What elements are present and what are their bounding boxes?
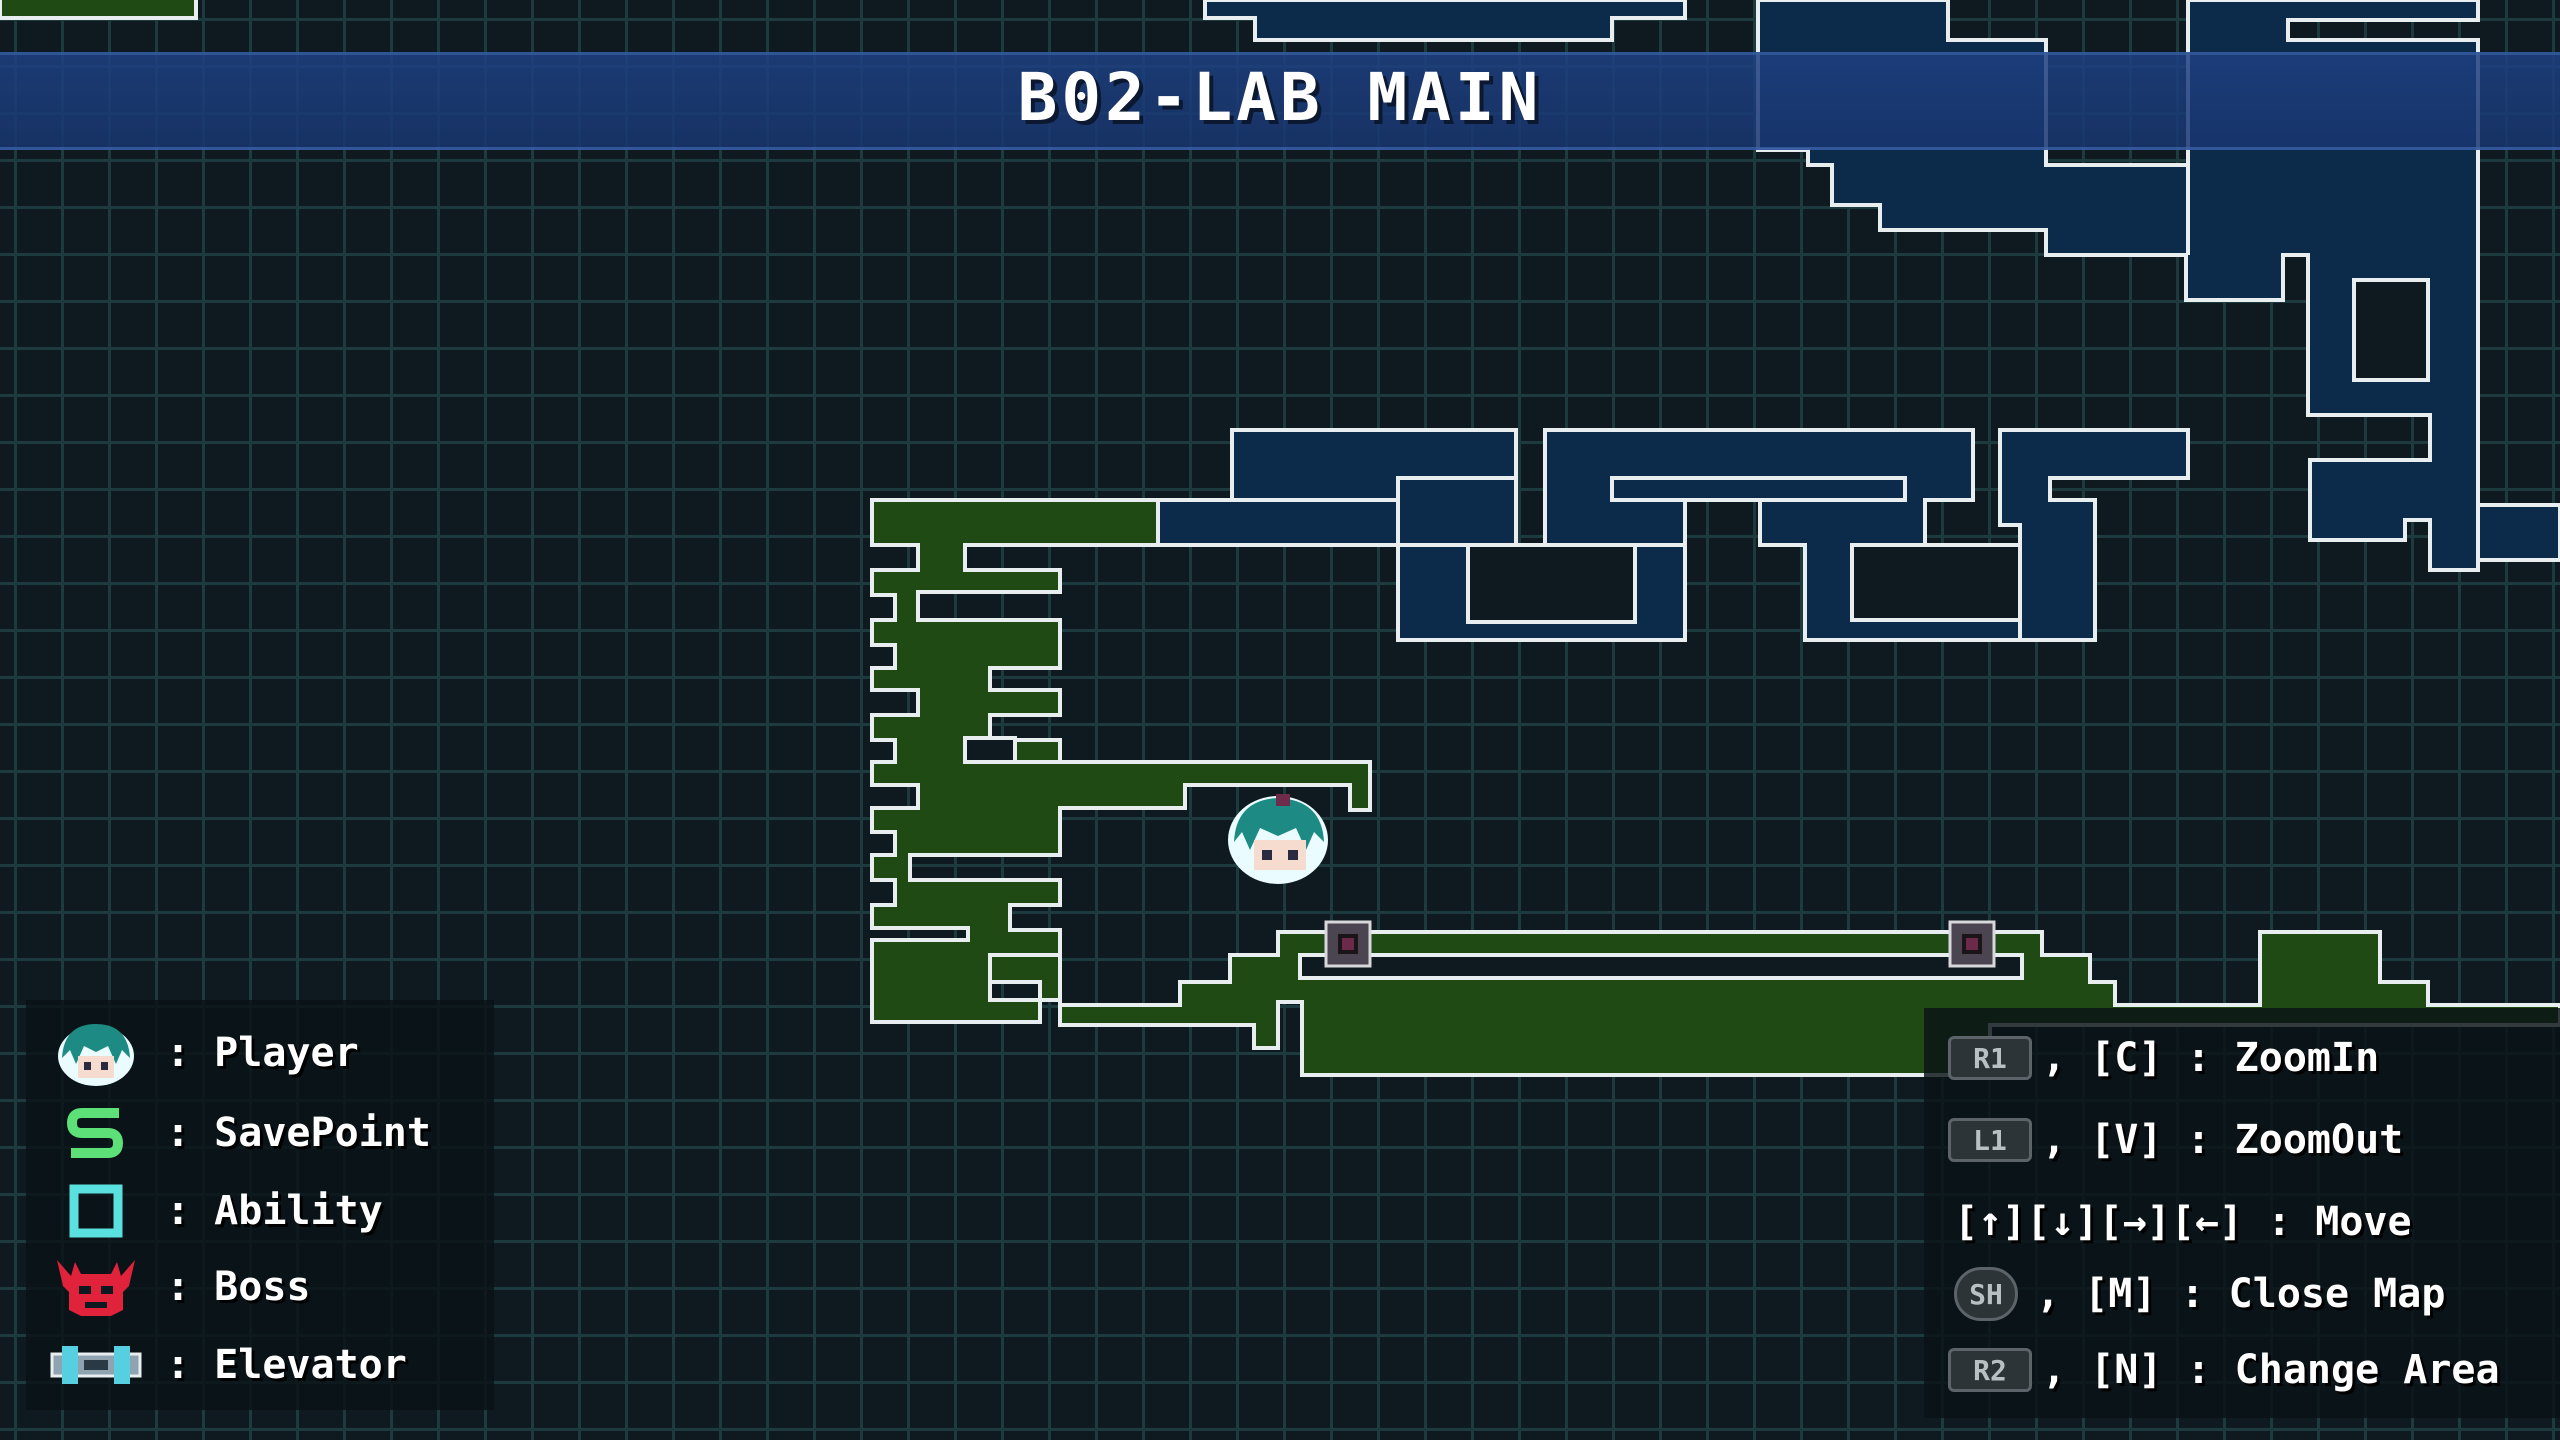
legend-label: : SavePoint <box>166 1110 431 1156</box>
legend-label: : Ability <box>166 1188 383 1234</box>
room-right-block <box>1998 428 2190 642</box>
legend-label: : Player <box>166 1030 359 1076</box>
control-close-map: SH , [M] : Close Map <box>1924 1262 2560 1326</box>
room-left-u-hole <box>1466 543 1637 624</box>
legend-item-player: : Player <box>26 1018 494 1088</box>
map-controls-help: R1 , [C] : ZoomIn L1 , [V] : ZoomOut [↑]… <box>1924 1008 2560 1418</box>
elevator-icon <box>26 1330 166 1400</box>
control-text: , [C] : ZoomIn <box>2042 1035 2380 1081</box>
room-lower-inner-bar <box>1298 953 2024 980</box>
control-change-area: R2 , [N] : Change Area <box>1924 1338 2560 1402</box>
legend-item-savepoint: : SavePoint <box>26 1098 494 1168</box>
room-top-left-green <box>0 0 198 20</box>
control-move: [↑][↓][→][←] : Move <box>1924 1190 2560 1254</box>
control-text: , [N] : Change Area <box>2042 1347 2500 1393</box>
room-lower-u-hole <box>1850 543 2022 622</box>
control-text: [↑][↓][→][←] : Move <box>1954 1199 2412 1245</box>
room-comb-holes <box>963 736 1017 764</box>
marker-icon <box>1948 920 1996 968</box>
r2-button-icon: R2 <box>1948 1348 2032 1392</box>
room-mid-right-hole <box>2352 278 2430 382</box>
control-text: , [V] : ZoomOut <box>2042 1117 2404 1163</box>
ability-icon <box>26 1176 166 1246</box>
area-title: B02-LAB MAIN <box>1017 59 1543 136</box>
explored-rooms <box>0 0 2560 1077</box>
l1-button-icon: L1 <box>1948 1118 2032 1162</box>
area-title-band <box>0 52 2560 150</box>
boss-icon <box>26 1252 166 1322</box>
legend-item-boss: : Boss <box>26 1252 494 1322</box>
map-markers <box>1324 920 1996 968</box>
player-icon <box>26 1018 166 1088</box>
room-t-shape-inner <box>1610 476 1907 502</box>
legend-label: : Elevator <box>166 1342 407 1388</box>
room-connector-blue <box>1156 498 1400 547</box>
legend-item-ability: : Ability <box>26 1176 494 1246</box>
savepoint-icon <box>26 1098 166 1168</box>
room-top-left-fragment <box>1203 0 1687 42</box>
legend-item-elevator: : Elevator <box>26 1330 494 1400</box>
control-text: , [M] : Close Map <box>2036 1271 2446 1317</box>
control-zoom-out: L1 , [V] : ZoomOut <box>1924 1108 2560 1172</box>
legend-label: : Boss <box>166 1264 311 1310</box>
player-marker-icon <box>1228 794 1328 884</box>
marker-icon <box>1324 920 1372 968</box>
share-button-icon: SH <box>1954 1267 2018 1321</box>
control-zoom-in: R1 , [C] : ZoomIn <box>1924 1026 2560 1090</box>
map-legend: : Player : SavePoint : Ability <box>26 1000 494 1410</box>
r1-button-icon: R1 <box>1948 1036 2032 1080</box>
